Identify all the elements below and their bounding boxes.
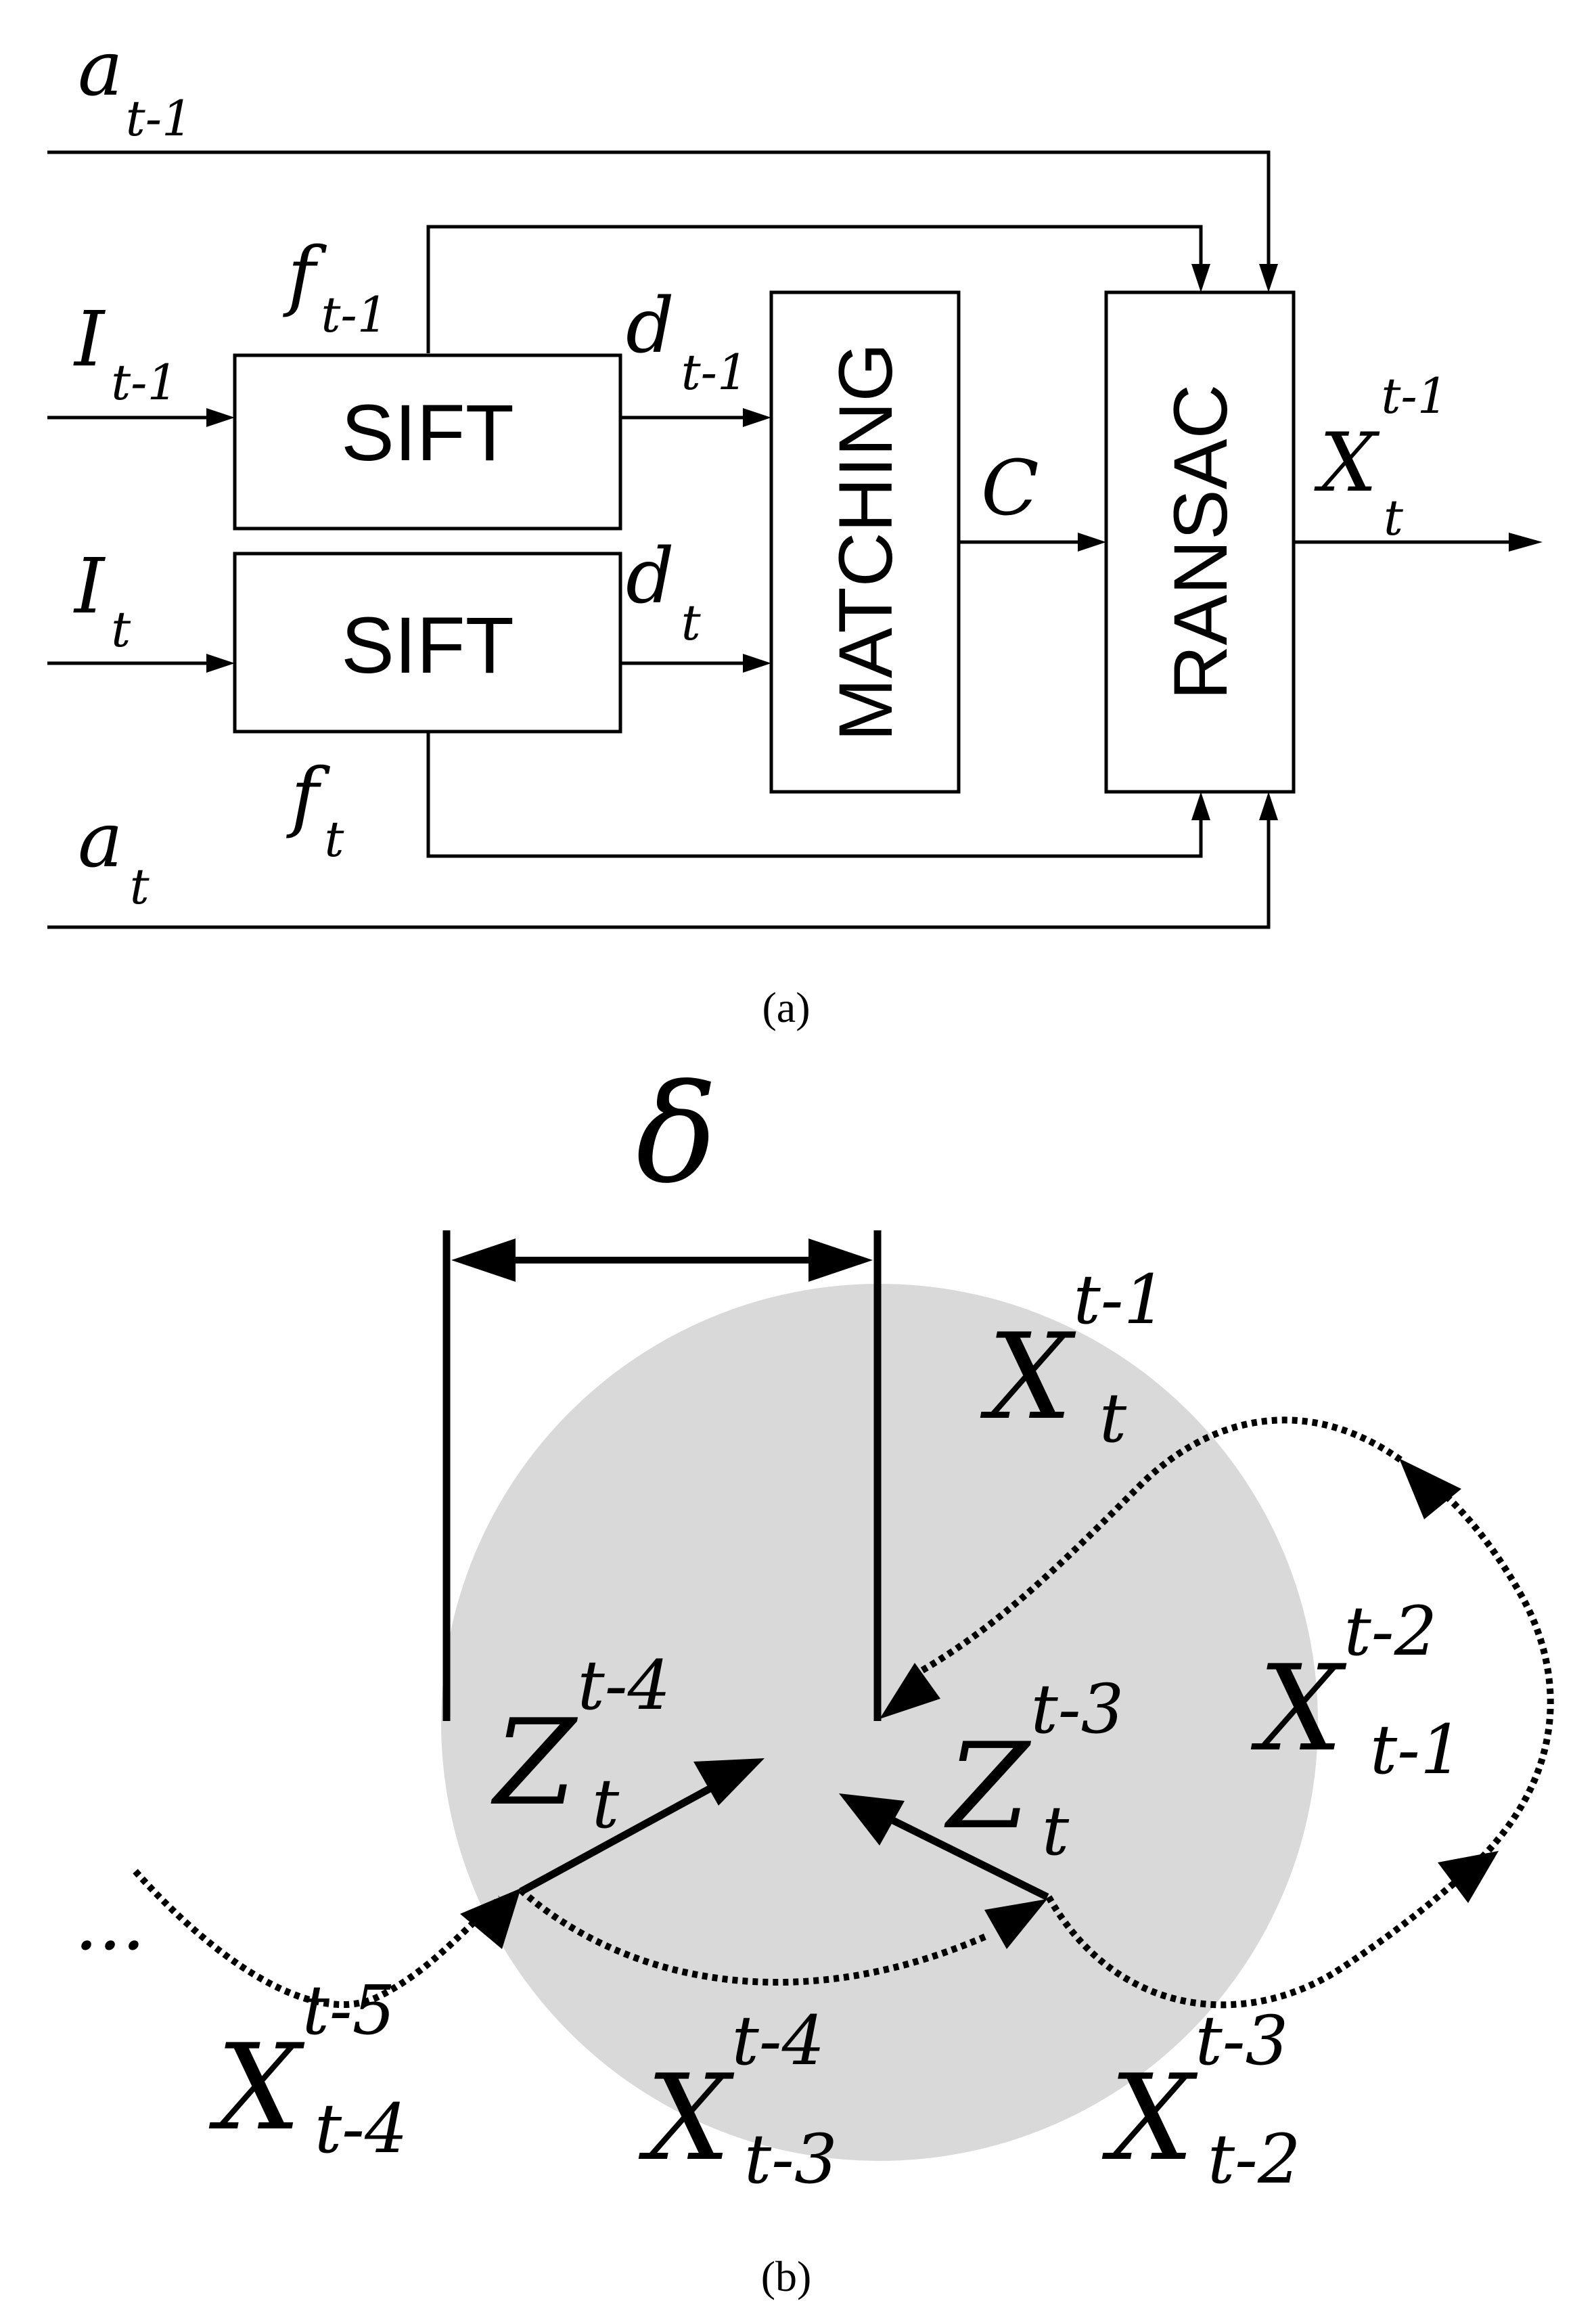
trajectory-arrowhead-3 — [1438, 1851, 1499, 1903]
sift-label-bottom: SIFT — [341, 601, 514, 690]
label-x-t2-sub: t-2 — [1208, 2120, 1301, 2199]
sift-block-top — [233, 353, 622, 531]
wire-a-prev — [47, 150, 1271, 267]
wire-f-curr — [426, 732, 1203, 858]
trajectory-arrowhead-2 — [984, 1899, 1047, 1949]
arrowhead-d-prev — [743, 408, 771, 427]
ellipsis: ... — [74, 1880, 145, 1967]
matching-block — [769, 290, 961, 794]
label-x-t-sup-t1: Xt-1 — [980, 1260, 1166, 1446]
caption-b: (b) — [761, 2252, 812, 2300]
label-x-out: Xt-1 — [1314, 367, 1449, 510]
arrowhead-i-curr — [206, 654, 235, 673]
label-x-t4-sub: t-4 — [315, 2089, 408, 2168]
label-x-t3-sup-t4: Xt-4 — [638, 2001, 825, 2187]
trajectory-x-t2-t3 — [1045, 1869, 1471, 2009]
label-x-t1-sub: t-1 — [1370, 1710, 1463, 1789]
label-a-prev: at-1 — [78, 25, 193, 147]
label-x-t1-sup-t2: Xt-2 — [1250, 1592, 1437, 1778]
arrowhead-c — [1078, 533, 1106, 552]
z-t4-arrow-shaft — [519, 1781, 719, 1895]
arrowhead-a-curr — [1259, 792, 1278, 820]
label-x-t-sub: t — [1099, 1379, 1127, 1458]
label-d-prev: dt-1 — [626, 282, 748, 401]
sift-block-bottom — [233, 552, 622, 734]
label-a-curr: at — [78, 797, 150, 915]
trajectory-x-t3-t4 — [518, 1887, 989, 1986]
label-z-t4: Zt-4 — [491, 1646, 670, 1832]
label-x-t2-sup-t3: Xt-3 — [1101, 2001, 1288, 2187]
trajectory-x-t-t1 — [918, 1416, 1403, 1675]
trajectory-arrowhead-1 — [460, 1888, 521, 1949]
label-x-t3-sub: t-3 — [744, 2120, 838, 2199]
label-x-out-sub: t — [1384, 489, 1404, 546]
arrowhead-i-prev — [206, 408, 235, 427]
label-z-t3-sub: t — [1042, 1791, 1070, 1871]
neighborhood-disc — [441, 1284, 1318, 2161]
z-t4-arrowhead — [693, 1758, 765, 1806]
delta-arrowhead-right — [808, 1238, 873, 1282]
trajectory-arrowhead-4 — [1399, 1458, 1461, 1519]
matching-label: MATCHING — [823, 343, 908, 742]
trajectory-arrowhead-5 — [880, 1663, 940, 1719]
arrowhead-a-prev — [1259, 264, 1278, 292]
label-d-curr: dt — [626, 533, 702, 651]
arrowhead-d-curr — [743, 654, 771, 673]
z-t3-arrow-shaft — [886, 1814, 1049, 1900]
arrowhead-f-prev — [1191, 264, 1210, 292]
trajectory-x-t1-t2 — [1432, 1483, 1554, 1860]
label-c: C — [981, 445, 1039, 533]
label-z-t3: Zt-3 — [944, 1670, 1124, 1856]
label-x-t4-sup-t5: Xt-5 — [208, 1971, 395, 2157]
arrowhead-f-curr — [1191, 792, 1210, 820]
caption-a: (a) — [762, 983, 810, 1031]
delta-arrowhead-left — [451, 1238, 516, 1282]
ransac-block — [1104, 290, 1296, 794]
arrowhead-x-out — [1509, 533, 1543, 552]
z-t3-arrowhead — [839, 1793, 905, 1846]
delta-label: δ — [636, 1056, 717, 1213]
panel-b: δ ... Xt-1 t Xt-2 t — [74, 1056, 1554, 2300]
sift-label-top: SIFT — [341, 388, 514, 478]
ransac-label: RANSAC — [1158, 384, 1243, 700]
wire-a-curr — [47, 819, 1271, 929]
label-z-t4-sub: t — [592, 1764, 620, 1843]
wire-f-prev — [426, 225, 1203, 353]
